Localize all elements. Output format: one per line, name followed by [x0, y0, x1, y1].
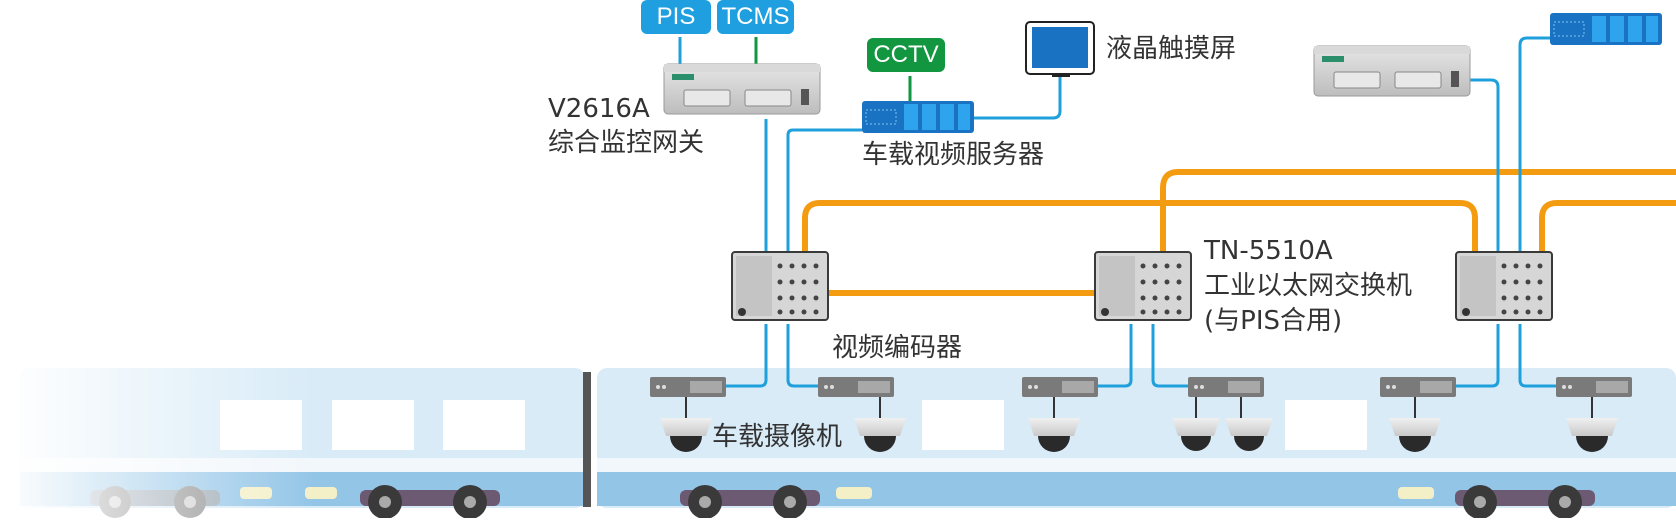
lcd-label: 液晶触摸屏: [1106, 34, 1237, 64]
video-encoder: [1380, 377, 1456, 397]
pis-tag: PIS: [641, 0, 711, 34]
train-fade: [0, 360, 700, 518]
gateway-device-2: [1313, 45, 1471, 97]
tcms-tag: TCMS: [717, 0, 794, 34]
dome-camera: [660, 418, 712, 452]
gateway-device: [663, 63, 821, 115]
bogie: [1455, 485, 1595, 519]
video-encoder: [650, 377, 726, 397]
camera-label: 车载摄像机: [712, 422, 843, 452]
encoder-label: 视频编码器: [832, 333, 963, 363]
ethernet-switch: [731, 251, 829, 321]
gateway-model-label: V2616A: [548, 94, 650, 124]
video-encoder: [1022, 377, 1098, 397]
video-encoder: [1188, 377, 1264, 397]
dome-camera: [1225, 418, 1273, 451]
switch-model-label: TN-5510A: [1204, 236, 1333, 266]
video-server-2: [1550, 13, 1662, 45]
dome-camera: [1389, 418, 1441, 452]
gateway-name-label: 综合监控网关: [548, 128, 705, 158]
switch-name-label: 工业以太网交换机: [1204, 271, 1413, 301]
video-server: [862, 101, 974, 133]
dome-camera: [1028, 418, 1080, 452]
window: [922, 400, 1004, 450]
ethernet-switch-2: [1094, 251, 1192, 321]
ethernet-switch-3: [1455, 251, 1553, 321]
dome-camera: [854, 418, 906, 452]
dome-camera: [1566, 418, 1618, 452]
switch-note-label: (与PIS合用): [1204, 306, 1343, 336]
window: [1285, 400, 1367, 450]
video-server-label: 车载视频服务器: [862, 140, 1045, 170]
ethernet-links: [678, 36, 1556, 388]
video-encoder: [818, 377, 894, 397]
video-encoder: [1556, 377, 1632, 397]
backbone-ring: [802, 169, 1676, 296]
lcd-monitor-icon: [1025, 21, 1095, 77]
dome-camera: [1172, 418, 1220, 451]
train: [0, 360, 1676, 519]
camera-drops: [685, 397, 1593, 418]
cctv-tag: CCTV: [867, 38, 945, 72]
